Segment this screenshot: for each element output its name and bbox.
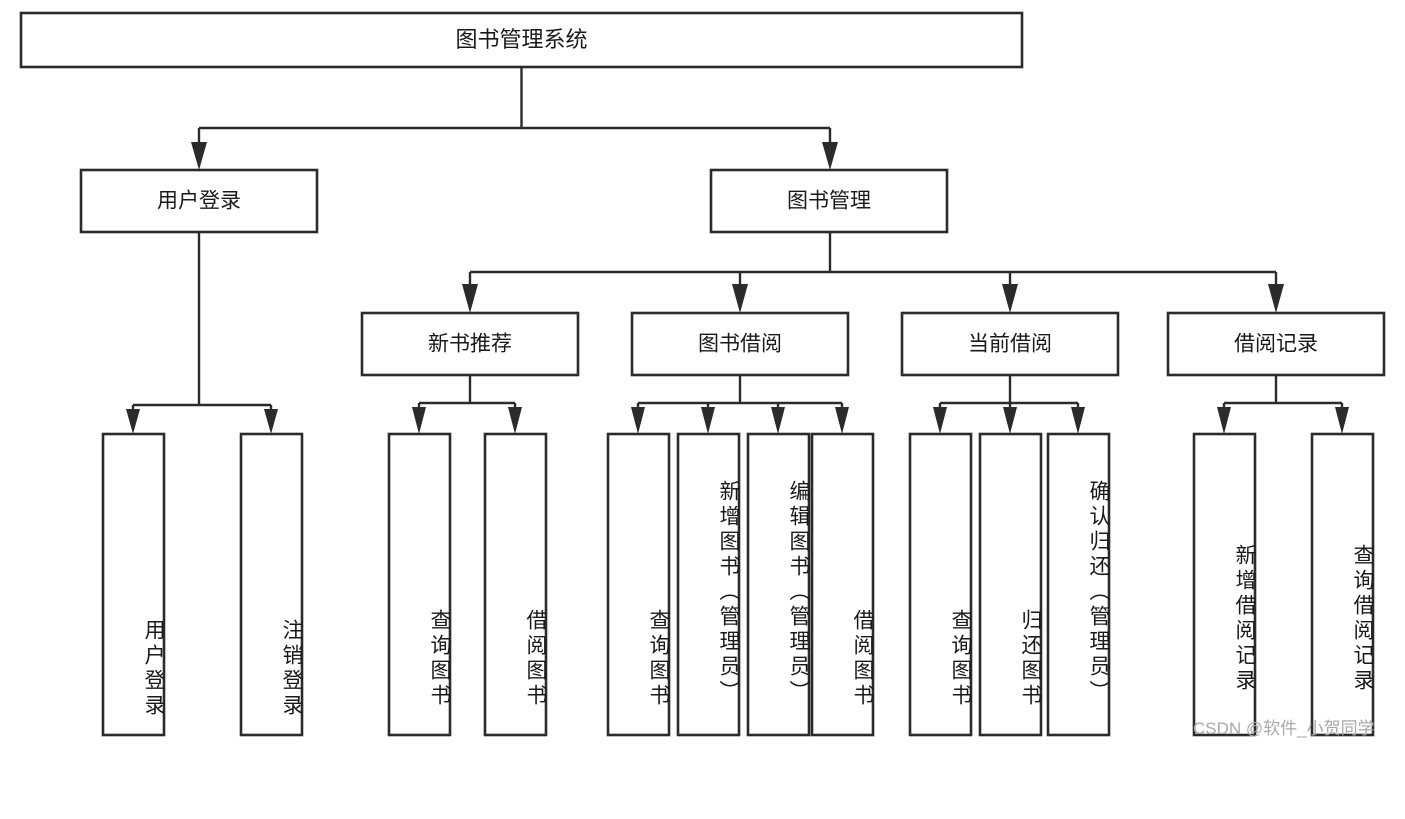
leaf-boxes (101, 432, 1375, 737)
node-new-book-recommend[interactable]: 新书推荐 (360, 311, 580, 377)
arrowhead-book-borrow (732, 284, 748, 313)
arrowhead-leaf-borrow-book-2 (835, 407, 849, 434)
connector-group-bookmgmt (462, 232, 1284, 313)
node-user-login-box[interactable] (79, 168, 319, 234)
node-book-borrow-box[interactable] (630, 311, 850, 377)
node-current-borrow-label: 当前借阅 (968, 333, 1052, 356)
connector-group-root (191, 67, 838, 170)
node-root-label: 图书管理系统 (455, 27, 587, 52)
connector-group-newbook (412, 375, 522, 434)
leaf-edit-book-box[interactable] (746, 432, 811, 737)
leaf-logout-box[interactable] (239, 432, 304, 737)
arrowhead-leaf-query-book-1 (412, 407, 426, 434)
connector-group-borrowrecord (1217, 375, 1349, 434)
arrowhead-leaf-add-book (701, 407, 715, 434)
node-root-box[interactable] (19, 11, 1024, 69)
node-user-login[interactable]: 用户登录 (79, 168, 319, 234)
leaf-query-book-1-box[interactable] (387, 432, 452, 737)
leaf-add-record-box[interactable] (1192, 432, 1257, 737)
node-new-book-recommend-box[interactable] (360, 311, 580, 377)
leaf-return-book-box[interactable] (978, 432, 1043, 737)
leaf-confirm-return-box[interactable] (1046, 432, 1111, 737)
leaf-query-book-3-box[interactable] (908, 432, 973, 737)
diagram-svg: 图书管理系统 用户登录 图书管理 新书推荐 图书借阅 当前借阅 借阅记录 (19, 11, 1386, 737)
node-book-borrow-label: 图书借阅 (698, 333, 782, 356)
node-current-borrow-box[interactable] (900, 311, 1120, 377)
arrowhead-new-book-recommend (462, 284, 478, 313)
arrowhead-current-borrow (1002, 284, 1018, 313)
leaf-user-login-box[interactable] (101, 432, 166, 737)
arrowhead-leaf-logout (264, 409, 278, 434)
node-user-login-label: 用户登录 (157, 190, 241, 213)
leaf-borrow-book-2-box[interactable] (810, 432, 875, 737)
leaf-query-record-box[interactable] (1310, 432, 1375, 737)
connector-group-bookborrow (631, 375, 849, 434)
arrowhead-bookmgmt (822, 142, 838, 170)
arrowhead-leaf-borrow-book-1 (508, 407, 522, 434)
arrowhead-userlogin (191, 142, 207, 170)
node-book-management-box[interactable] (709, 168, 949, 234)
arrowhead-leaf-add-record (1217, 407, 1231, 434)
node-book-borrow[interactable]: 图书借阅 (630, 311, 850, 377)
arrowhead-borrow-record (1268, 284, 1284, 313)
csdn-watermark: CSDN @软件_小贺同学 (1193, 719, 1375, 738)
diagram-canvas: 图书管理系统 用户登录 图书管理 新书推荐 图书借阅 当前借阅 借阅记录 (19, 11, 1386, 738)
node-current-borrow[interactable]: 当前借阅 (900, 311, 1120, 377)
arrowhead-leaf-return-book (1003, 407, 1017, 434)
arrowhead-leaf-query-book-3 (933, 407, 947, 434)
node-borrow-record[interactable]: 借阅记录 (1166, 311, 1386, 377)
arrowhead-leaf-query-book-2 (631, 407, 645, 434)
node-new-book-recommend-label: 新书推荐 (428, 333, 512, 356)
arrowhead-leaf-edit-book (771, 407, 785, 434)
node-root[interactable]: 图书管理系统 (19, 11, 1024, 69)
arrowhead-leaf-user-login (126, 409, 140, 434)
node-borrow-record-label: 借阅记录 (1234, 333, 1318, 356)
leaf-borrow-book-1-box[interactable] (483, 432, 548, 737)
leaf-query-book-2-box[interactable] (606, 432, 671, 737)
arrowhead-leaf-confirm-return (1071, 407, 1085, 434)
leaf-add-book-box[interactable] (676, 432, 741, 737)
node-book-management[interactable]: 图书管理 (709, 168, 949, 234)
node-book-management-label: 图书管理 (787, 190, 871, 213)
arrowhead-leaf-query-record (1335, 407, 1349, 434)
node-borrow-record-box[interactable] (1166, 311, 1386, 377)
connector-group-currentborrow (933, 375, 1085, 434)
connector-group-userlogin (126, 232, 278, 434)
